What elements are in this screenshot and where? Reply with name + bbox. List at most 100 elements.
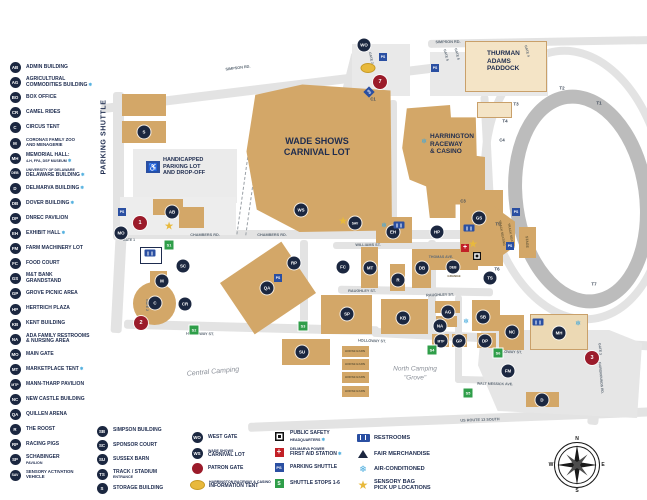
circle-icon: DP xyxy=(8,212,22,224)
restrooms-icon xyxy=(532,318,544,326)
legend-label-line: EXHIBIT HALL❄ xyxy=(26,230,66,237)
legend-label-line: AGRICULTURAL xyxy=(26,75,66,82)
first-aid-icon: + xyxy=(274,447,284,457)
circle-icon: SU xyxy=(95,454,109,466)
legend-label: RESTROOMS xyxy=(374,435,410,441)
map-text-label: "Grove" xyxy=(403,374,427,382)
map-marker-nc: NC xyxy=(505,325,519,339)
road xyxy=(113,92,124,240)
circle-icon: WO xyxy=(190,432,204,444)
map-text-label: T7 xyxy=(591,281,597,287)
map-text-label: HORSE BARN xyxy=(344,375,366,379)
shuttle-stop-icon: S xyxy=(272,479,286,489)
circle-icon: NA xyxy=(8,333,22,345)
map-text-label: HORSE BARN xyxy=(344,349,366,353)
parking-shuttle-vertical-label: PARKING SHUTTLE xyxy=(100,99,108,175)
shuttle-stop-marker: S3 xyxy=(298,321,308,331)
map-marker-na: NA xyxy=(433,319,447,333)
legend-label: MEMORIAL HALL:4-H, FFA, DSF MUSEUM❄ xyxy=(26,151,72,164)
map-text-label: T5 xyxy=(495,221,501,227)
area-label-line: WADE SHOWS xyxy=(285,136,349,146)
patron-gate-marker: 1 xyxy=(133,216,147,230)
legend-label: SIMPSON BUILDING xyxy=(113,428,162,434)
map-text-label: T1 xyxy=(596,100,602,106)
legend-label: FAIR MERCHANDISE xyxy=(374,451,430,457)
legend-label-line: UNIVERSITY OF DELAWARE xyxy=(26,167,75,172)
legend-badge: RP xyxy=(9,439,21,451)
area-label-line: HANDICAPPED xyxy=(163,157,204,163)
compass-south-label: S xyxy=(575,488,579,494)
map-marker-d: D xyxy=(535,393,549,407)
legend-label-line: SENSORY BAG xyxy=(374,479,416,486)
legend-label: PATRON GATE xyxy=(208,466,243,472)
air-conditioned-icon: ❄ xyxy=(463,318,469,326)
parking-shuttle-marker: PS xyxy=(512,208,520,216)
road xyxy=(333,242,491,249)
building xyxy=(436,316,457,327)
building xyxy=(179,207,204,228)
circle-icon: CR xyxy=(8,107,22,119)
legend-badge: SP xyxy=(9,454,21,466)
circle-icon: KB xyxy=(8,318,22,330)
legend-label-line: MEMORIAL HALL: xyxy=(26,151,70,158)
legend-label: FOOD COURT xyxy=(26,260,60,267)
legend-badge: DEB xyxy=(9,167,21,179)
legend-label-line: SENSORY ACTIVATION xyxy=(26,469,74,475)
air-conditioned-icon: ❄ xyxy=(321,437,326,443)
compass-east-label: E xyxy=(601,462,605,468)
sensory-bag-icon: ★ xyxy=(338,215,348,228)
map-marker-fm: FM xyxy=(501,364,515,378)
legend-badge: CR xyxy=(9,107,21,119)
map-text-label: HORSE BARN xyxy=(344,362,366,366)
legend-badge: S xyxy=(96,483,108,495)
legend-label-line: MAIN GATE xyxy=(26,350,54,357)
legend-label-line: MANN-THARP PAVILION xyxy=(26,380,85,387)
legend-label-line: DELMARVA POWER xyxy=(290,447,325,452)
legend-label-line: TRACK / STADIUM xyxy=(113,468,158,475)
map-marker-fc: FC xyxy=(336,260,350,274)
legend-label-line: DNREC PAVILION xyxy=(26,214,69,221)
map-text-label: GATE 1 xyxy=(123,238,135,242)
map-marker-sp: SP xyxy=(340,307,354,321)
parking-shuttle-marker: PS xyxy=(274,274,282,282)
circle-icon: FM xyxy=(8,243,22,255)
map-text-label: HOLLOWAY ST. xyxy=(357,338,387,344)
map-text-label: T3 xyxy=(513,101,519,107)
map-marker-gp: GP xyxy=(452,334,466,348)
circle-icon: WS xyxy=(190,447,204,459)
shuttle-stop-marker: S4 xyxy=(427,345,437,355)
legend-label: KENT BUILDING xyxy=(26,321,65,327)
star-icon: ★ xyxy=(356,479,370,491)
legend-label-line: KENT BUILDING xyxy=(26,320,66,327)
snowflake-icon: ❄ xyxy=(356,464,370,474)
legend-label: SHUTTLE STOPS 1-6 xyxy=(290,480,340,487)
building xyxy=(519,227,536,258)
legend-label-line: ENTRANCE xyxy=(113,475,133,480)
map-marker-eh: EH xyxy=(386,225,400,239)
circle-icon: EH xyxy=(8,228,22,240)
legend-label-line: THE ROOST xyxy=(26,426,56,432)
restrooms-icon xyxy=(393,221,405,229)
circle-icon: GS xyxy=(8,273,22,285)
road xyxy=(120,230,492,239)
parking-shuttle-icon: PS xyxy=(274,463,284,473)
legend-label: CAMEL RIDES xyxy=(26,109,60,116)
legend-badge: QA xyxy=(9,409,21,421)
parking-shuttle-marker: PS xyxy=(118,208,126,216)
